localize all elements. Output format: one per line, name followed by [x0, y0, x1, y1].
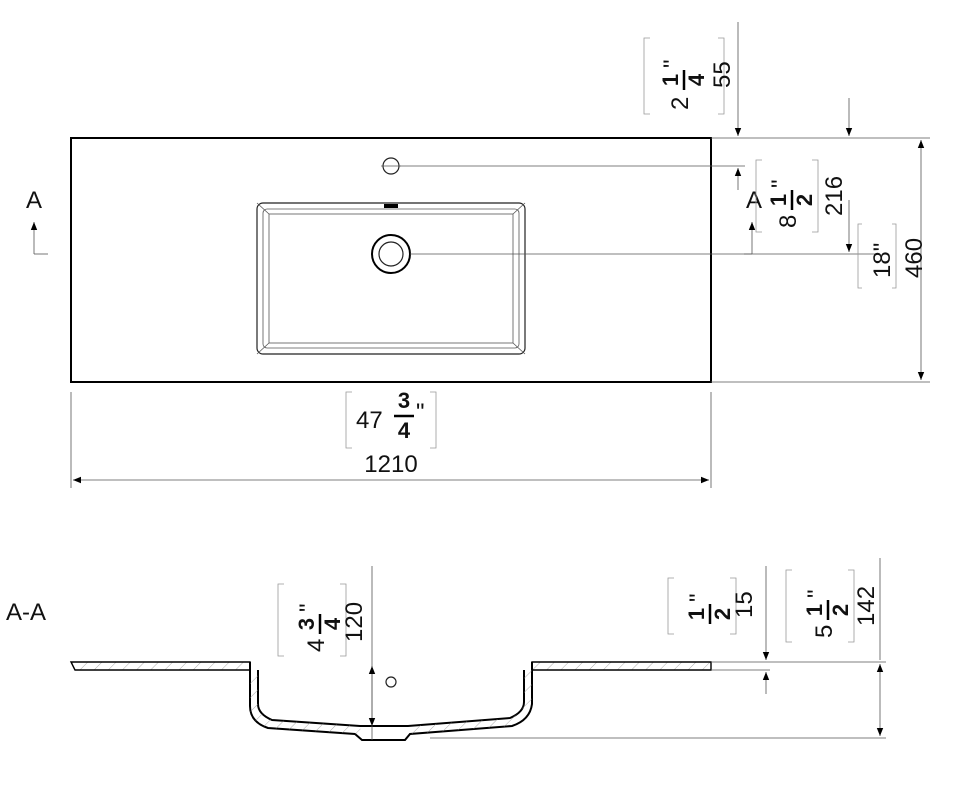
svg-text:": ": [416, 399, 425, 426]
countertop-outline: [70, 137, 712, 383]
dim-tap-offset: 2 1 4 " 55: [643, 37, 736, 115]
svg-text:5: 5: [811, 625, 838, 638]
svg-text:47: 47: [356, 407, 383, 434]
svg-text:": ": [767, 179, 794, 188]
svg-text:2: 2: [828, 604, 853, 616]
svg-text:4: 4: [303, 639, 330, 652]
svg-text:3: 3: [398, 388, 410, 413]
svg-text:1: 1: [802, 604, 827, 616]
svg-text:4: 4: [684, 73, 709, 86]
svg-text:": ": [659, 59, 686, 68]
section-marker-right: A: [744, 187, 762, 255]
svg-text:142: 142: [853, 586, 880, 626]
dim-top-thickness: 1 2 " 15: [667, 577, 758, 635]
svg-text:8: 8: [775, 215, 802, 228]
svg-text:": ": [295, 603, 322, 612]
dim-total-height: 5 1 2 " 142: [785, 569, 880, 643]
svg-text:216: 216: [821, 176, 848, 216]
svg-text:": ": [803, 589, 830, 598]
dim-bowl-depth: 4 3 4 " 120: [277, 583, 368, 657]
basin: [256, 202, 526, 355]
svg-text:1: 1: [658, 74, 683, 86]
svg-text:2: 2: [710, 608, 735, 620]
plan-view: A A 47 3 4 " 1210 2 1 4 " 55: [26, 22, 930, 488]
svg-text:3: 3: [294, 618, 319, 630]
svg-text:15: 15: [731, 591, 758, 618]
svg-text:1210: 1210: [364, 451, 417, 478]
dim-width: 47 3 4 " 1210: [345, 388, 437, 478]
dim-drain-offset: 8 1 2 " 216: [755, 159, 848, 233]
svg-text:120: 120: [341, 602, 368, 642]
section-title: A-A: [6, 599, 46, 626]
svg-text:4: 4: [320, 617, 345, 630]
svg-text:2: 2: [792, 194, 817, 206]
svg-text:A: A: [746, 187, 762, 214]
svg-text:18": 18": [869, 243, 896, 278]
svg-text:2: 2: [667, 97, 694, 110]
svg-text:A: A: [26, 187, 42, 214]
dim-depth: 18" 460: [857, 223, 928, 289]
drain-hole: [371, 234, 411, 274]
svg-text:1: 1: [766, 194, 791, 206]
section-marker-left: A: [26, 187, 48, 255]
tap-hole: [381, 157, 401, 175]
overflow-hole: [385, 676, 397, 688]
svg-text:4: 4: [398, 418, 411, 443]
svg-text:55: 55: [709, 61, 736, 88]
svg-text:460: 460: [901, 238, 928, 278]
svg-text:": ": [685, 593, 712, 602]
svg-text:1: 1: [684, 608, 709, 620]
section-view: A-A 4 3 4 " 120: [6, 558, 886, 741]
